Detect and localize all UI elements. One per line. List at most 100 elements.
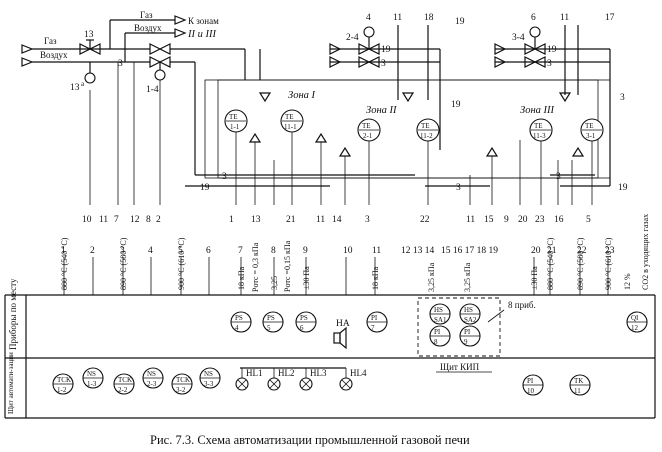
svg-text:HL1: HL1 bbox=[246, 368, 263, 378]
svg-text:3-4: 3-4 bbox=[512, 33, 525, 43]
pressure-gas-2: Pотс =0,15 кПа bbox=[283, 240, 292, 292]
panel-table: Приборы по месту Щит автомати-зации bbox=[4, 278, 656, 419]
gas-inlet-arrow bbox=[21, 44, 34, 54]
te-3-1: TE 3-1 bbox=[580, 118, 604, 142]
svg-text:TE: TE bbox=[534, 122, 543, 130]
svg-text:NS: NS bbox=[147, 370, 156, 378]
spec-label: 890 °C (580 °C) bbox=[119, 237, 128, 290]
panel-column-number: 2 bbox=[90, 246, 95, 256]
lamp-hl4: HL4 bbox=[339, 368, 367, 391]
svg-text:SA1: SA1 bbox=[434, 316, 447, 324]
instrument-pi-8: PI 8 bbox=[429, 325, 451, 347]
svg-text:PS: PS bbox=[267, 314, 275, 322]
line-number: 3 bbox=[365, 215, 370, 225]
line-number: 11 bbox=[99, 215, 108, 225]
svg-text:6: 6 bbox=[300, 324, 304, 332]
te-11-1: TE 11-1 bbox=[280, 109, 304, 133]
line-number: 13 bbox=[251, 215, 261, 225]
svg-text:13: 13 bbox=[70, 83, 80, 93]
line-number: 7 bbox=[114, 215, 119, 225]
panel-column-specs: 880 °C (540 °C) 890 °C (580 °C) 900 °C (61… bbox=[60, 214, 650, 292]
svg-text:3-1: 3-1 bbox=[586, 132, 596, 140]
instrument-hs-SA2: HS SA2 bbox=[459, 303, 481, 325]
svg-text:4: 4 bbox=[235, 324, 239, 332]
burner-arrow-icon bbox=[258, 92, 272, 103]
svg-text:TK: TK bbox=[574, 377, 583, 385]
svg-text:PI: PI bbox=[434, 328, 441, 336]
svg-text:1-1: 1-1 bbox=[230, 123, 240, 131]
svg-text:PS: PS bbox=[235, 314, 243, 322]
svg-text:TE: TE bbox=[362, 122, 371, 130]
svg-text:3: 3 bbox=[620, 93, 625, 103]
panel-column-number: 8 bbox=[271, 246, 276, 256]
air-inlet-arrow bbox=[21, 57, 34, 67]
svg-text:1-3: 1-3 bbox=[87, 380, 97, 388]
svg-text:TCK: TCK bbox=[118, 376, 132, 384]
svg-text:9: 9 bbox=[464, 338, 468, 346]
line-number: 11 bbox=[316, 215, 325, 225]
spec-label: ±30 Па bbox=[530, 266, 539, 290]
line-number: 23 bbox=[535, 215, 545, 225]
zones-suffix-label: II и III bbox=[187, 29, 216, 40]
panel-column-number: 20 bbox=[531, 246, 541, 256]
svg-text:а: а bbox=[81, 80, 85, 88]
svg-text:TE: TE bbox=[585, 122, 594, 130]
svg-text:HS: HS bbox=[434, 306, 443, 314]
te-11-2: TE 11-2 bbox=[416, 118, 440, 142]
kip-panel-label: Щит КИП bbox=[440, 362, 480, 372]
line-number: 14 bbox=[332, 215, 342, 225]
burner-arrow-icon bbox=[558, 92, 572, 103]
burner-arrow-icon bbox=[338, 146, 352, 157]
line-number: 20 bbox=[518, 215, 528, 225]
figure-caption: Рис. 7.3. Схема автоматизации промышленн… bbox=[150, 433, 470, 447]
spec-label: 880 °C (540 °C) bbox=[60, 237, 69, 290]
spec-label: 900 °C (610 °C) bbox=[177, 237, 186, 290]
svg-text:11: 11 bbox=[574, 387, 581, 395]
svg-text:8: 8 bbox=[434, 338, 438, 346]
burner-arrow-icon bbox=[571, 146, 585, 157]
te-1-1: TE 1-1 bbox=[224, 109, 248, 133]
te-11-3: TE 11-3 bbox=[529, 118, 553, 142]
burner-arrow-icon bbox=[248, 132, 262, 143]
spec-label: 900 °C (610 °C) bbox=[604, 237, 613, 290]
line-number: 22 bbox=[420, 215, 430, 225]
line-number: 10 bbox=[82, 215, 92, 225]
co2-label: CO2 в уходящих газах bbox=[641, 214, 650, 290]
row-panel-label: Щит автомати-зации bbox=[7, 352, 15, 414]
svg-text:SA2: SA2 bbox=[464, 316, 477, 324]
svg-text:11-3: 11-3 bbox=[533, 132, 546, 140]
panel-column-number: 1 bbox=[61, 246, 66, 256]
zone-3-label: Зона III bbox=[520, 105, 555, 116]
panel-instruments: PS4PS5PS6PI7HSSA1HSSA2PI8PI9QI12TCK1-2NS… bbox=[52, 303, 648, 396]
row-local-label: Приборы по месту bbox=[8, 278, 18, 350]
line-number: 8 bbox=[146, 215, 151, 225]
panel-column-number: 3 bbox=[120, 246, 125, 256]
svg-text:TCK: TCK bbox=[176, 376, 190, 384]
line-number: 12 bbox=[130, 215, 140, 225]
svg-text:TE: TE bbox=[229, 113, 238, 121]
svg-text:18: 18 bbox=[424, 13, 434, 23]
svg-text:HL3: HL3 bbox=[310, 368, 327, 378]
svg-text:2-1: 2-1 bbox=[363, 132, 373, 140]
svg-text:HS: HS bbox=[464, 306, 473, 314]
svg-text:19: 19 bbox=[381, 45, 391, 55]
svg-text:HL2: HL2 bbox=[278, 368, 295, 378]
burner-arrow-icon bbox=[485, 146, 499, 157]
spec-label: 890 °C (580 °C) bbox=[576, 237, 585, 290]
panel-column-number: 6 bbox=[206, 246, 211, 256]
svg-text:11: 11 bbox=[560, 13, 569, 23]
svg-text:11-1: 11-1 bbox=[284, 123, 297, 131]
svg-text:3: 3 bbox=[118, 59, 123, 69]
lamp-hl1: HL1 bbox=[235, 368, 263, 391]
svg-text:2-3: 2-3 bbox=[147, 380, 157, 388]
svg-text:19: 19 bbox=[451, 100, 461, 110]
pressure-gas-1: Pотс = 0,3 кПа bbox=[251, 242, 260, 292]
horn-ha: HA bbox=[333, 319, 350, 350]
svg-text:HL4: HL4 bbox=[350, 368, 367, 378]
svg-text:19: 19 bbox=[455, 17, 465, 27]
spec-label: 880 °C (540 °C) bbox=[546, 237, 555, 290]
svg-text:11-2: 11-2 bbox=[420, 132, 433, 140]
svg-text:PI: PI bbox=[371, 314, 378, 322]
